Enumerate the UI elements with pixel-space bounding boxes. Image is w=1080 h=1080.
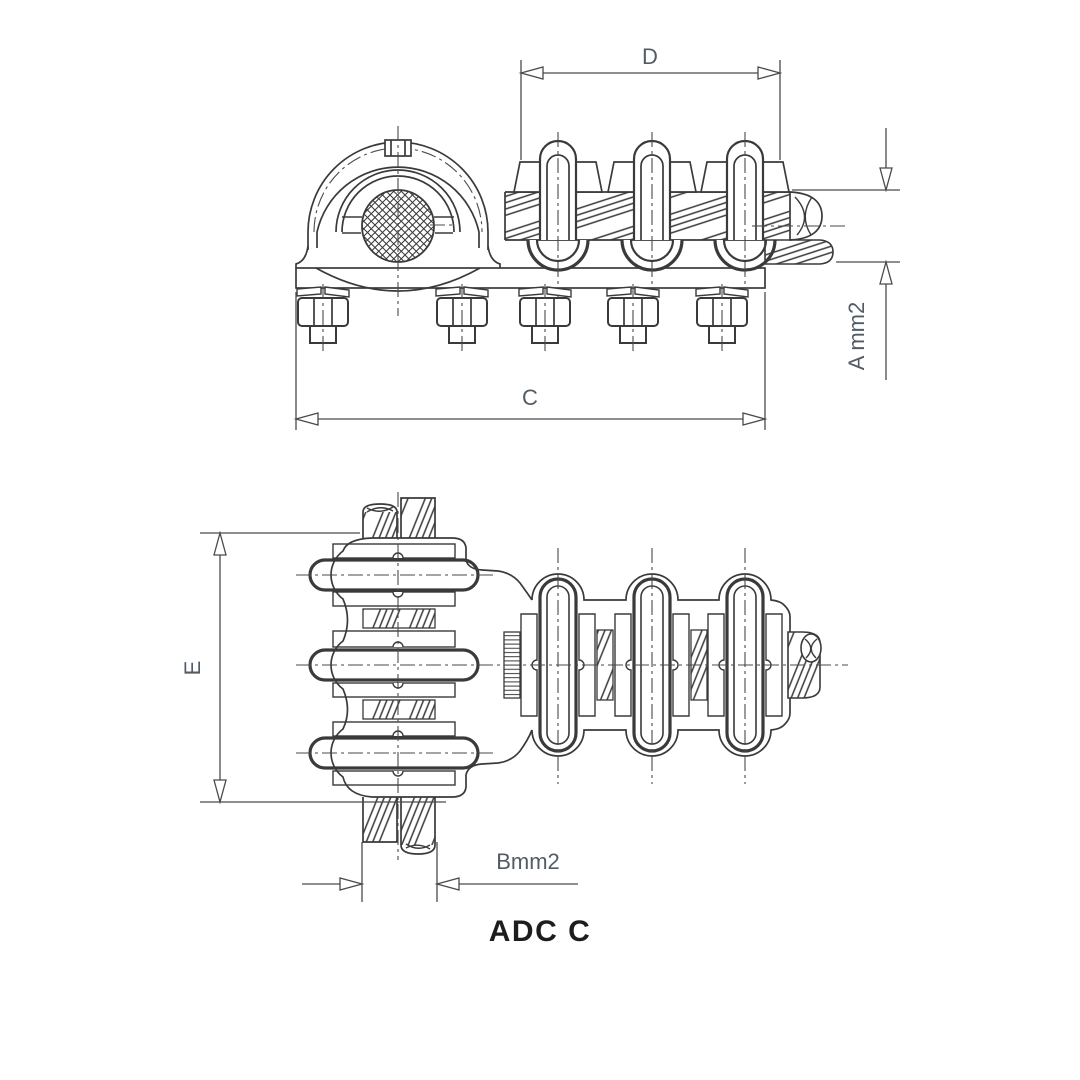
plan-view <box>296 492 848 860</box>
clamp-body-bars <box>332 543 456 786</box>
u-bolt-oval-3 <box>725 546 765 786</box>
vertical-cable-bottom <box>362 797 436 855</box>
centerlines <box>296 492 848 860</box>
dimension-a-mm2: A mm2 <box>792 128 900 380</box>
dimension-d: D <box>518 44 783 160</box>
base-plate <box>295 267 766 289</box>
vertical-cable-top <box>362 497 436 538</box>
dimension-e: E <box>180 530 446 805</box>
dim-d-label: D <box>642 44 658 69</box>
dim-c-label: C <box>522 385 538 410</box>
dim-b-label: Bmm2 <box>496 849 560 874</box>
u-bolt-dome-clamp <box>295 126 501 316</box>
dim-e-label: E <box>180 661 205 676</box>
u-bolt-oval-1 <box>538 546 578 786</box>
side-elevation-view <box>295 126 845 355</box>
cable-segment <box>362 699 436 720</box>
hex-bolt-2 <box>435 283 489 355</box>
cable-segment <box>362 608 436 629</box>
hex-bolt-5 <box>695 283 749 355</box>
dim-a-label: A mm2 <box>844 302 869 370</box>
dimension-b-mm2: Bmm2 <box>302 842 578 902</box>
hex-bolt-1 <box>296 283 350 355</box>
u-bolt-oval-2 <box>632 546 672 786</box>
drawing-title: ADC C <box>489 915 592 948</box>
dimension-c: C <box>293 292 768 430</box>
hex-bolt-3 <box>518 283 572 355</box>
hex-bolt-4 <box>606 283 660 355</box>
cable-end-side-view <box>752 191 845 265</box>
